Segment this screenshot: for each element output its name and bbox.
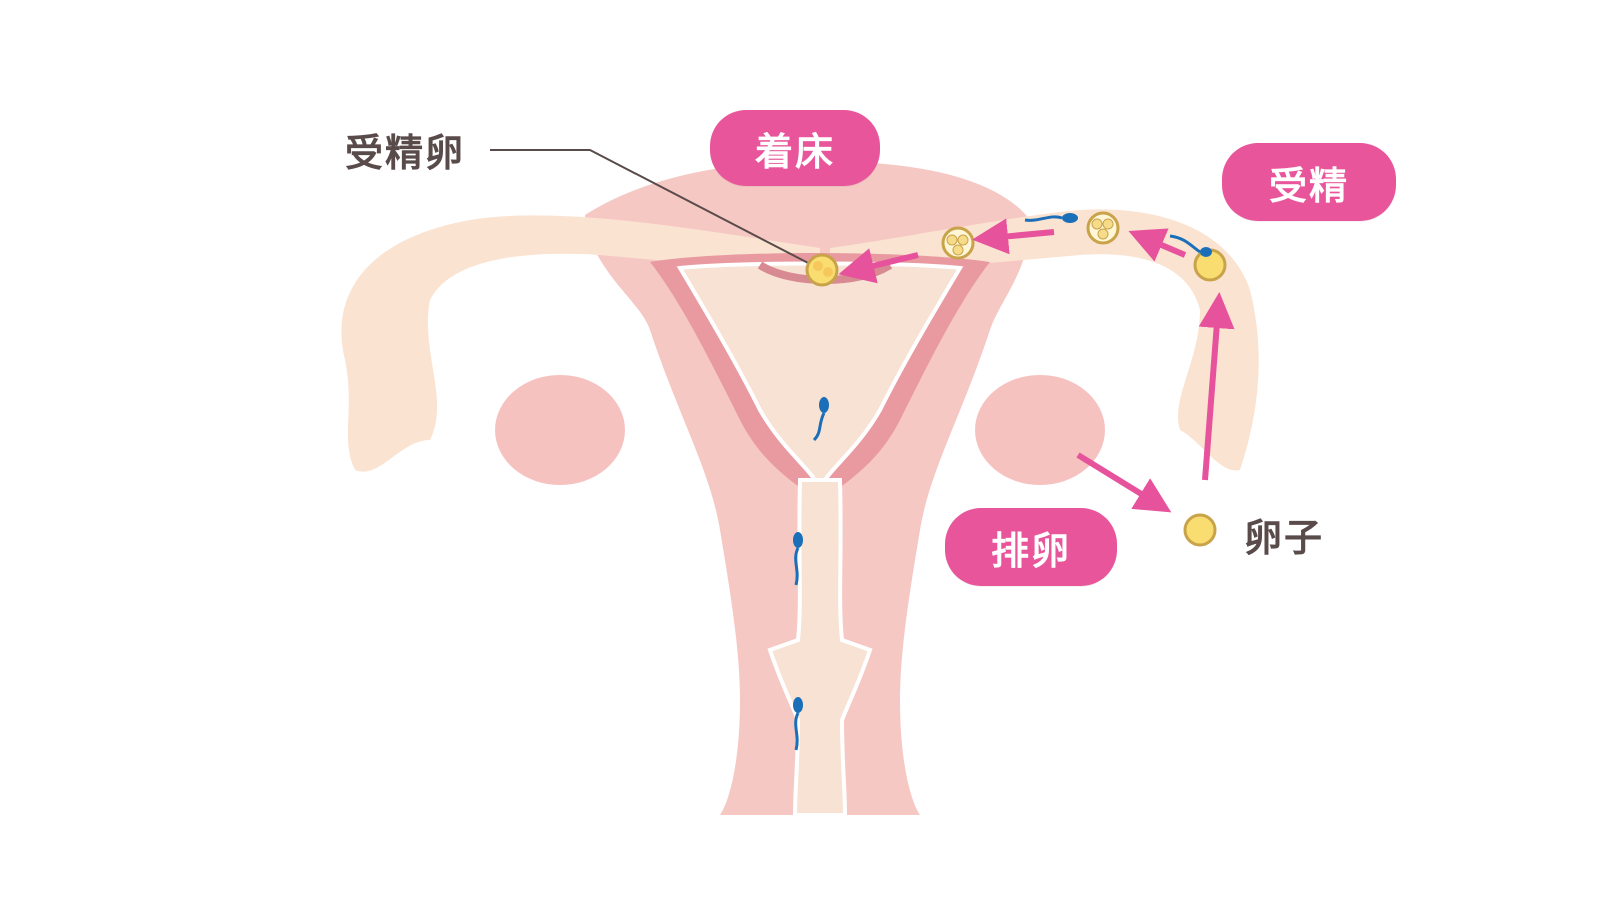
sperm-icon	[1169, 234, 1212, 257]
left-fallopian-tube	[341, 215, 820, 472]
ovulation-badge: 排卵	[945, 508, 1117, 586]
embryo-icon	[941, 226, 975, 260]
arrow-icon	[1076, 452, 1172, 513]
fertilized-egg-leader-line	[490, 149, 813, 266]
arrow-icon	[972, 218, 1055, 255]
egg-icon	[1183, 513, 1217, 547]
arrow-icon	[1198, 292, 1235, 481]
left-ovary	[495, 375, 625, 485]
right-ovary	[975, 375, 1105, 485]
arrow-icon	[838, 248, 919, 284]
egg-label: 卵子	[1244, 516, 1325, 560]
sperm-icon	[793, 697, 803, 751]
embryo-icon	[805, 253, 839, 287]
sperm-icon	[793, 532, 803, 586]
implantation-badge: 着床	[710, 110, 880, 186]
right-fallopian-tube	[830, 209, 1259, 471]
fertilized-egg-label: 受精卵	[345, 131, 466, 175]
sperm-icon	[1024, 213, 1078, 223]
arrow-icon	[1128, 228, 1187, 262]
fertilization-badge: 受精	[1222, 143, 1396, 221]
sperm-icon	[812, 397, 829, 442]
embryo-icon	[1086, 211, 1120, 245]
cervical-canal	[767, 478, 873, 817]
